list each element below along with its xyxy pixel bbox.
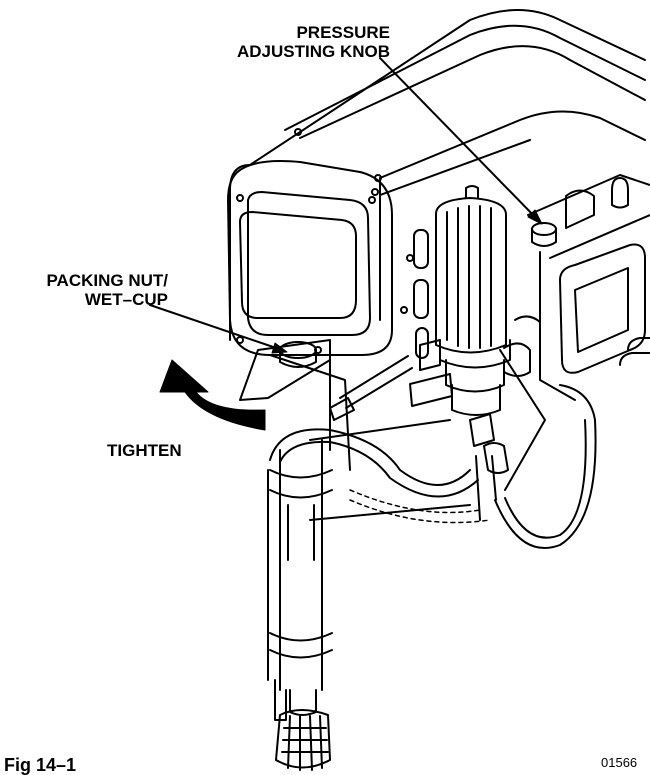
packing-nut-leader bbox=[149, 304, 283, 351]
frame-arc bbox=[349, 489, 491, 524]
pump-frame bbox=[269, 354, 471, 521]
control-box bbox=[527, 174, 650, 401]
tighten-label: TIGHTEN bbox=[107, 441, 182, 460]
drawing-number: 01566 bbox=[601, 755, 638, 770]
filter-canister bbox=[435, 185, 511, 416]
braided-hose bbox=[329, 355, 413, 421]
packing-nut-wet-cup-label: PACKING NUT/ WET–CUP bbox=[8, 271, 168, 309]
front-cover bbox=[227, 160, 393, 356]
pressure-label-line2: ADJUSTING KNOB bbox=[236, 42, 390, 61]
pressure-adjusting-knob bbox=[531, 222, 557, 247]
packing-nut-leader-arrowhead bbox=[271, 342, 288, 354]
packing-label-line2: WET–CUP bbox=[84, 290, 168, 309]
packing-label-line1: PACKING NUT/ bbox=[46, 271, 168, 290]
housing-vents bbox=[413, 229, 429, 359]
pressure-label-line1: PRESSURE bbox=[296, 23, 390, 42]
pressure-knob-leader bbox=[379, 57, 539, 221]
return-hose bbox=[269, 384, 597, 549]
displacement-pump bbox=[267, 439, 333, 721]
manifold-fittings bbox=[409, 315, 546, 521]
figure-caption: Fig 14–1 bbox=[4, 755, 77, 775]
pressure-knob-leader-arrowhead bbox=[527, 209, 543, 225]
inlet-strainer bbox=[275, 689, 331, 771]
tighten-arrow bbox=[159, 359, 266, 431]
pressure-adjusting-knob-label: PRESSURE ADJUSTING KNOB bbox=[140, 23, 390, 61]
motor-housing bbox=[229, 9, 646, 341]
